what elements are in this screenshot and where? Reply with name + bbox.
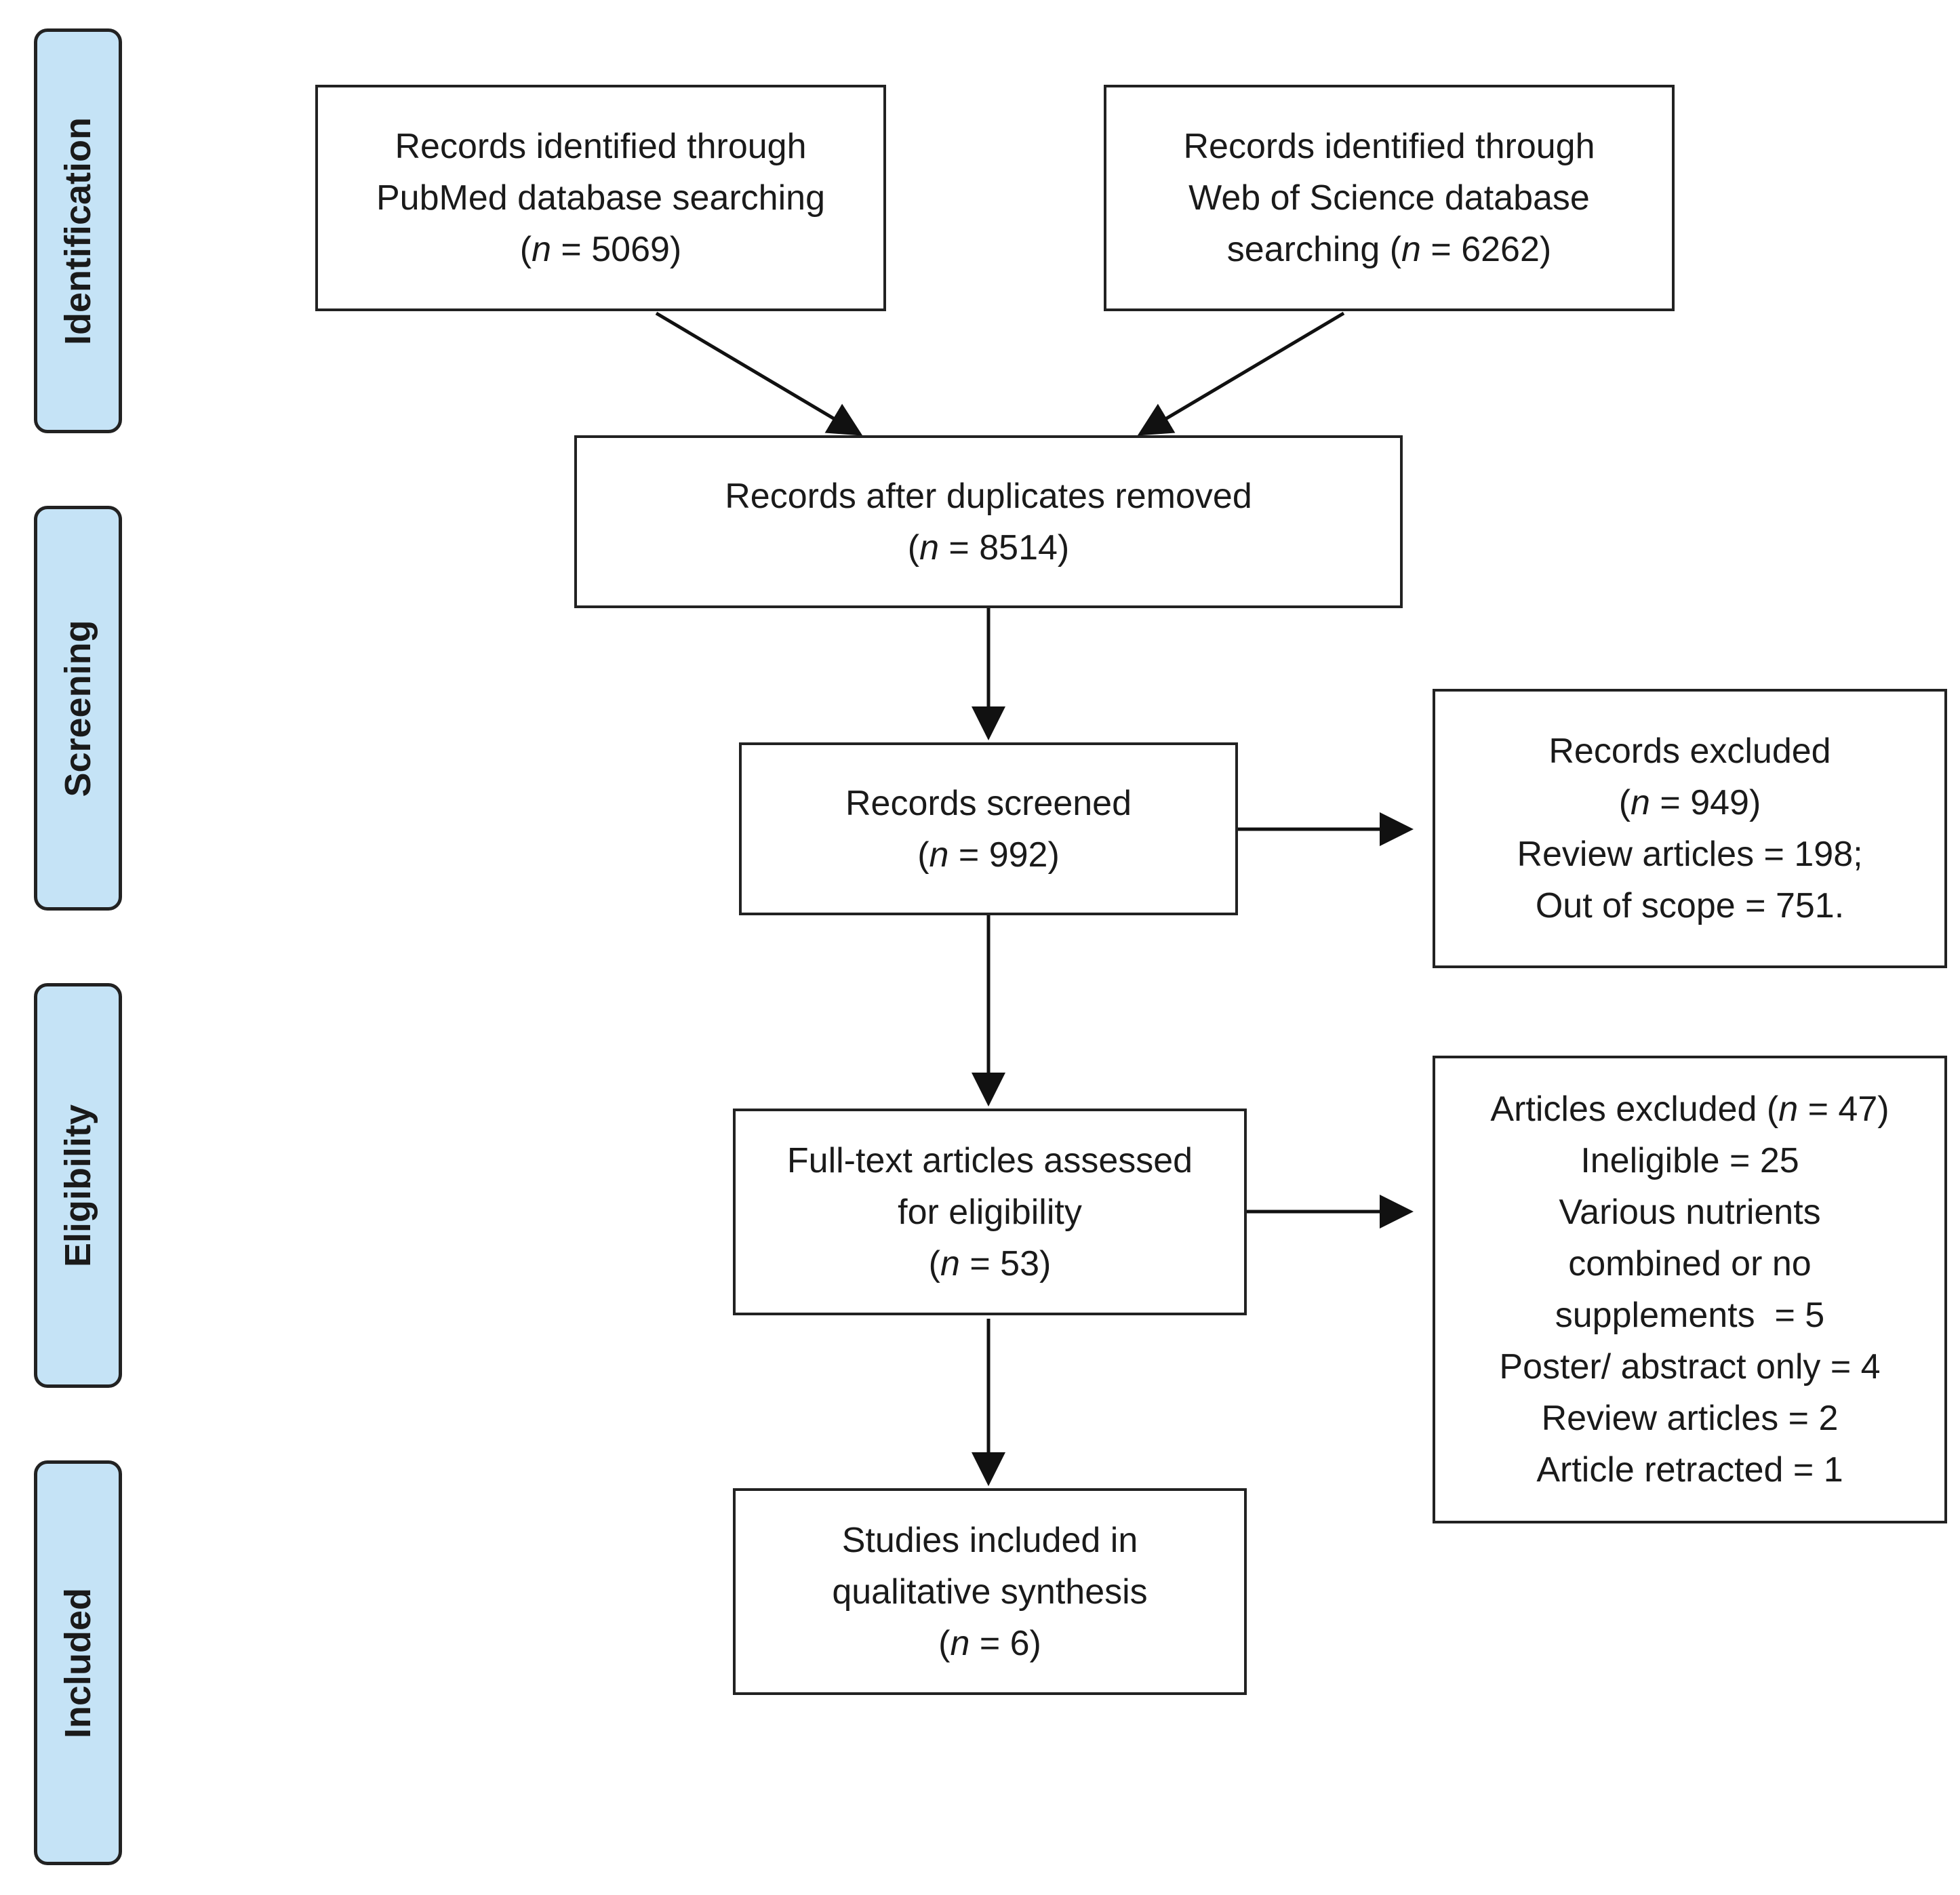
box-text: PubMed database searching [376,178,825,218]
box-text: qualitative synthesis [832,1572,1148,1612]
box-count: (n = 5069) [519,230,682,269]
box-text: Records excluded [1548,732,1831,771]
box-records-excluded: Records excluded (n = 949) Review articl… [1433,689,1947,968]
box-text: Full-text articles assessed [786,1140,1193,1180]
box-text: supplements = 5 [1555,1296,1825,1335]
phase-identification: Identification [34,28,122,433]
box-text: Records after duplicates removed [725,476,1252,516]
box-text: Article retracted = 1 [1536,1450,1843,1490]
box-text: Ineligible = 25 [1580,1141,1799,1180]
box-text: Records identified through [395,127,807,166]
box-pubmed-records: Records identified through PubMed databa… [315,85,886,311]
prisma-flow-diagram: Identification Screening Eligibility Inc… [34,28,1947,1873]
box-records-screened: Records screened (n = 992) [739,742,1238,915]
box-text: Various nutrients [1559,1193,1821,1232]
arrow-pubmed-to-dedup [655,311,863,436]
box-text: Review articles = 198; [1517,835,1863,874]
phase-screening: Screening [34,506,122,911]
box-wos-records: Records identified through Web of Scienc… [1104,85,1675,311]
box-articles-excluded: Articles excluded (n = 47) Ineligible = … [1433,1056,1947,1523]
box-text: Records identified through [1183,127,1595,166]
box-fulltext-assessed: Full-text articles assessed for eligibil… [733,1109,1247,1315]
box-studies-included: Studies included in qualitative synthesi… [733,1488,1247,1695]
box-count: (n = 949) [1618,783,1761,822]
arrow-wos-to-dedup [1137,311,1345,436]
box-count: (n = 53) [928,1243,1052,1283]
box-count: searching (n = 6262) [1226,230,1552,269]
connector-arrows [655,311,1414,1486]
box-text: combined or no [1568,1244,1812,1283]
box-after-duplicates: Records after duplicates removed (n = 85… [574,435,1403,608]
box-text: Web of Science database [1188,178,1590,218]
box-count: (n = 992) [917,835,1060,875]
box-text: Records screened [845,783,1132,823]
phase-included: Included [34,1460,122,1865]
box-text: Poster/ abstract only = 4 [1499,1347,1881,1387]
box-text: for eligibility [898,1192,1082,1232]
box-count: (n = 6) [938,1623,1041,1663]
box-text: Out of scope = 751. [1535,886,1845,925]
phase-eligibility: Eligibility [34,983,122,1388]
box-text: Review articles = 2 [1541,1399,1839,1438]
box-text: Studies included in [841,1520,1138,1560]
box-count: (n = 8514) [907,527,1070,567]
box-count: Articles excluded (n = 47) [1490,1090,1889,1129]
